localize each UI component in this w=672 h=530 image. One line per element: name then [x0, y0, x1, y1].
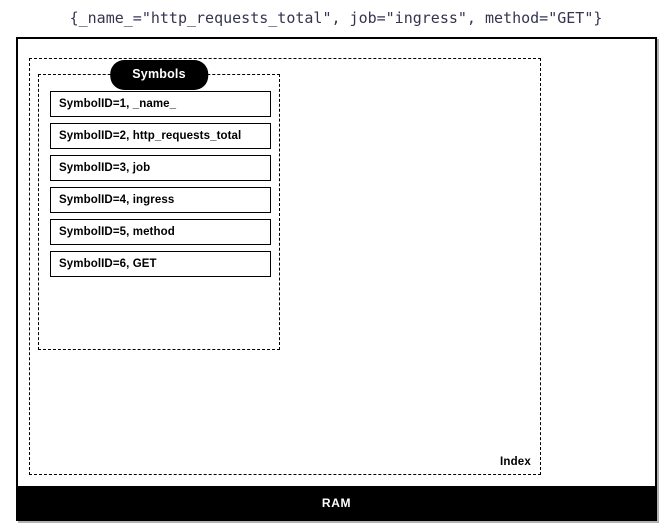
symbol-row: SymbolID=1, _name_ [50, 91, 271, 117]
ram-container: Symbols SymbolID=1, _name_ SymbolID=2, h… [16, 37, 657, 521]
symbol-row-label: SymbolID=5, method [59, 226, 175, 238]
symbol-row-label: SymbolID=6, GET [59, 258, 157, 270]
series-title: {_name_="http_requests_total", job="ingr… [69, 9, 603, 27]
ram-bar: RAM [18, 486, 655, 519]
symbol-row-label: SymbolID=2, http_requests_total [59, 130, 242, 142]
symbol-row: SymbolID=4, ingress [50, 187, 271, 213]
symbol-row: SymbolID=5, method [50, 219, 271, 245]
symbol-row: SymbolID=6, GET [50, 251, 271, 277]
symbol-row-label: SymbolID=1, _name_ [59, 98, 177, 110]
symbol-row-label: SymbolID=3, job [59, 162, 151, 174]
symbol-row: SymbolID=3, job [50, 155, 271, 181]
symbol-row-label: SymbolID=4, ingress [59, 194, 175, 206]
symbol-row: SymbolID=2, http_requests_total [50, 123, 271, 149]
symbols-region: Symbols SymbolID=1, _name_ SymbolID=2, h… [38, 60, 280, 350]
symbol-list: SymbolID=1, _name_ SymbolID=2, http_requ… [50, 91, 271, 283]
index-region: Symbols SymbolID=1, _name_ SymbolID=2, h… [29, 58, 541, 475]
index-label: Index [499, 456, 531, 468]
ram-bar-label: RAM [321, 495, 352, 510]
symbols-title-pill: Symbols [110, 60, 208, 90]
